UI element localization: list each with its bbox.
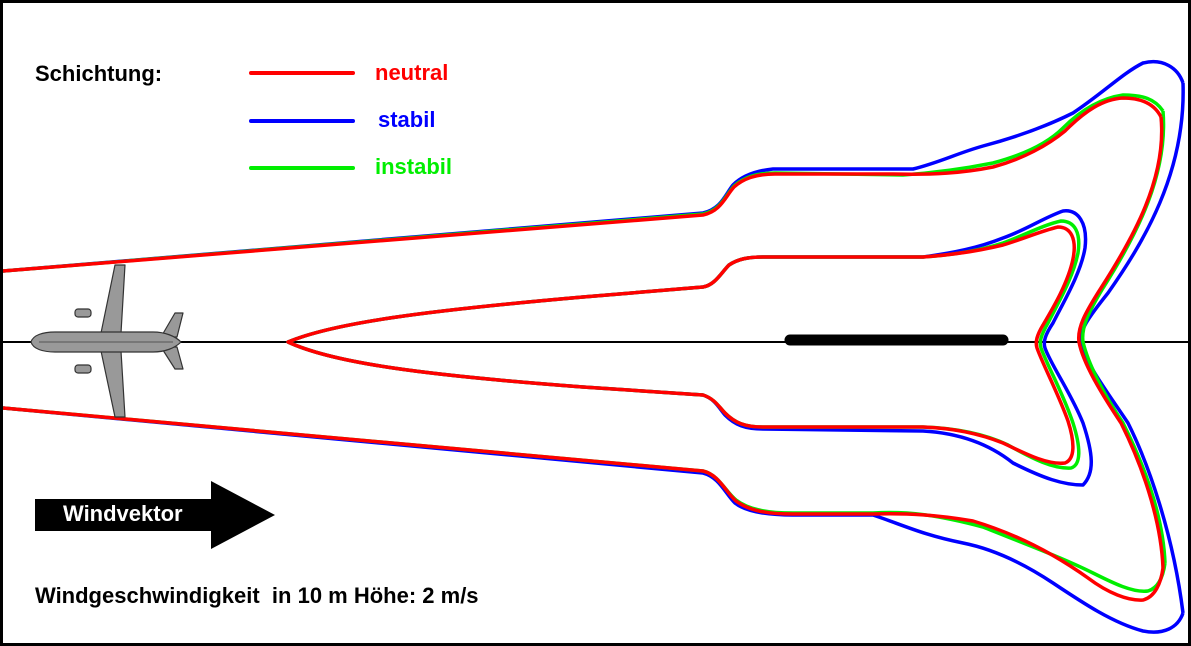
contour-stabil	[3, 60, 1185, 634]
wind-arrow-label: Windvektor	[63, 501, 183, 526]
wind-arrow	[35, 481, 275, 549]
aircraft-icon	[30, 264, 184, 418]
wind-speed-text: Windgeschwindigkeit in 10 m Höhe: 2 m/s	[35, 583, 479, 608]
legend-line-stabil	[249, 119, 355, 123]
legend-line-neutral	[249, 71, 355, 75]
legend-label-stabil: stabil	[378, 107, 436, 132]
contour-neutral	[3, 96, 1165, 602]
legend-label-instabil: instabil	[375, 154, 453, 179]
legend-title: Schichtung:	[35, 61, 163, 86]
legend-line-instabil	[249, 166, 355, 170]
diagram-canvas	[3, 60, 1188, 634]
legend-label-neutral: neutral	[375, 60, 449, 85]
